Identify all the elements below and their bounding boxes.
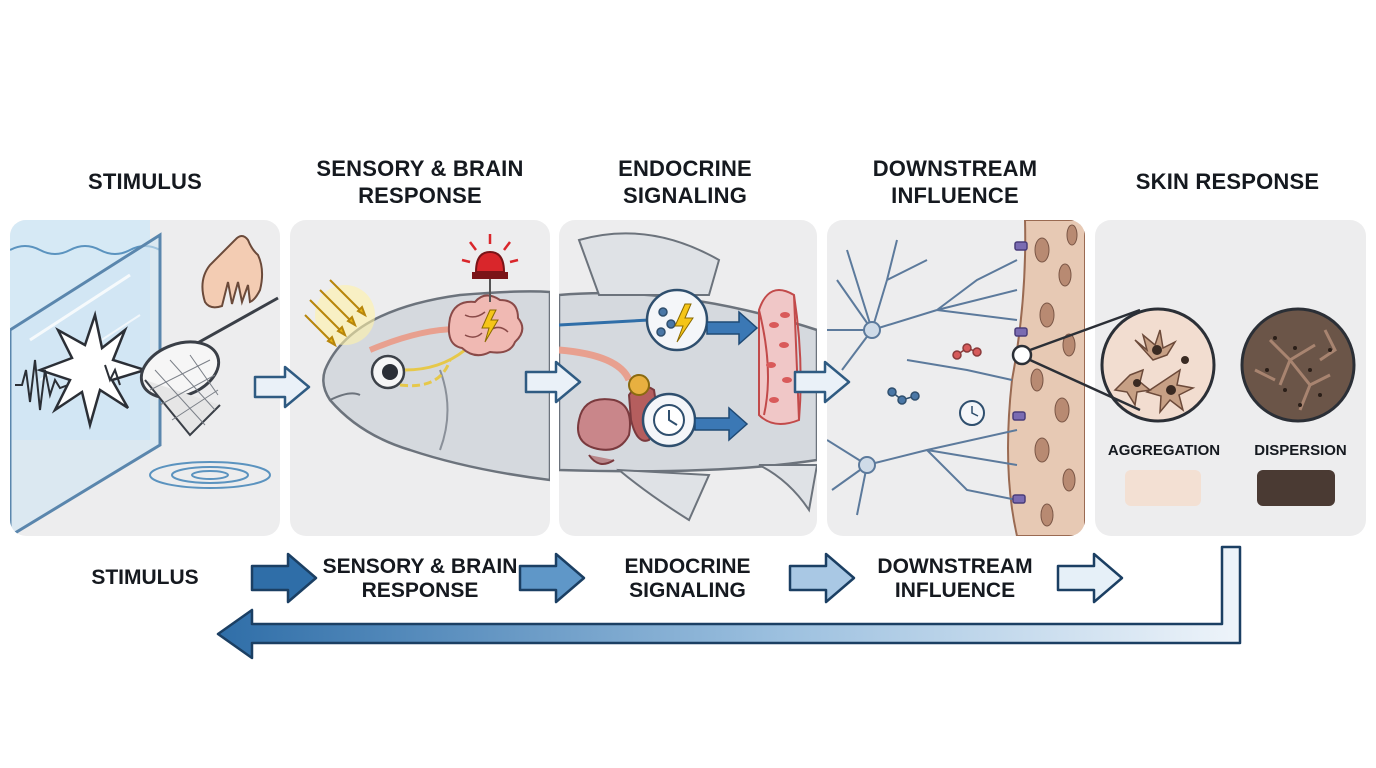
flow-arrow-3 <box>793 360 851 404</box>
lightning-icon <box>481 309 499 343</box>
ripple-icon <box>149 461 271 489</box>
stage-title-endocrine: ENDOCRINE SIGNALING <box>618 156 752 208</box>
vibration-wave-icon <box>15 359 69 411</box>
alarm-icon <box>474 250 506 273</box>
stage-title-sensory-brain: SENSORY & BRAIN RESPONSE <box>316 156 524 208</box>
skin-tissue <box>1007 220 1085 536</box>
bottom-arrow-2 <box>518 552 586 604</box>
feedback-return-arrow <box>216 545 1242 660</box>
molecule-icon <box>656 307 676 337</box>
impact-burst-icon <box>36 310 150 430</box>
flow-label-sensory-brain: SENSORY & BRAIN RESPONSE <box>322 555 518 602</box>
panel-stimulus <box>10 220 280 536</box>
stage-title-stimulus: STIMULUS <box>87 169 203 194</box>
aggregation-swatch <box>1125 470 1201 506</box>
stage-title-skin-response: SKIN RESPONSE <box>1135 169 1320 194</box>
receptor-icon <box>1012 241 1028 504</box>
panel-endocrine <box>559 220 817 536</box>
flow-label-downstream: DOWNSTREAM INFLUENCE <box>877 555 1033 602</box>
stage-title-downstream: DOWNSTREAM INFLUENCE <box>872 156 1038 208</box>
melanophore-dispersed-icon <box>1240 307 1356 423</box>
aggregation-label: AGGREGATION <box>1107 442 1221 459</box>
blood-vessel-icon <box>758 289 802 425</box>
flow-arrow-1 <box>253 365 311 409</box>
incoming-stimulus-arrows <box>304 279 367 348</box>
neuron-icon <box>827 239 1018 516</box>
flow-label-stimulus: STIMULUS <box>91 566 199 589</box>
bottom-arrow-1 <box>250 552 318 604</box>
panel-sensory-brain <box>290 220 550 536</box>
panel-skin-response: AGGREGATION DISPERSION <box>1095 220 1366 536</box>
net-handle <box>184 296 279 352</box>
dispersion-swatch <box>1257 470 1335 506</box>
dispersion-label: DISPERSION <box>1254 442 1347 459</box>
molecule-cluster <box>952 343 982 360</box>
magnifier-connector <box>1029 308 1141 412</box>
bottom-arrow-4 <box>1056 552 1124 604</box>
flow-label-endocrine: ENDOCRINE SIGNALING <box>624 555 751 602</box>
adrenal-organ-icon <box>577 398 631 451</box>
flow-arrow-2 <box>524 360 582 404</box>
bottom-arrow-3 <box>788 552 856 604</box>
hand-icon <box>201 235 264 309</box>
panel-downstream <box>827 220 1085 536</box>
